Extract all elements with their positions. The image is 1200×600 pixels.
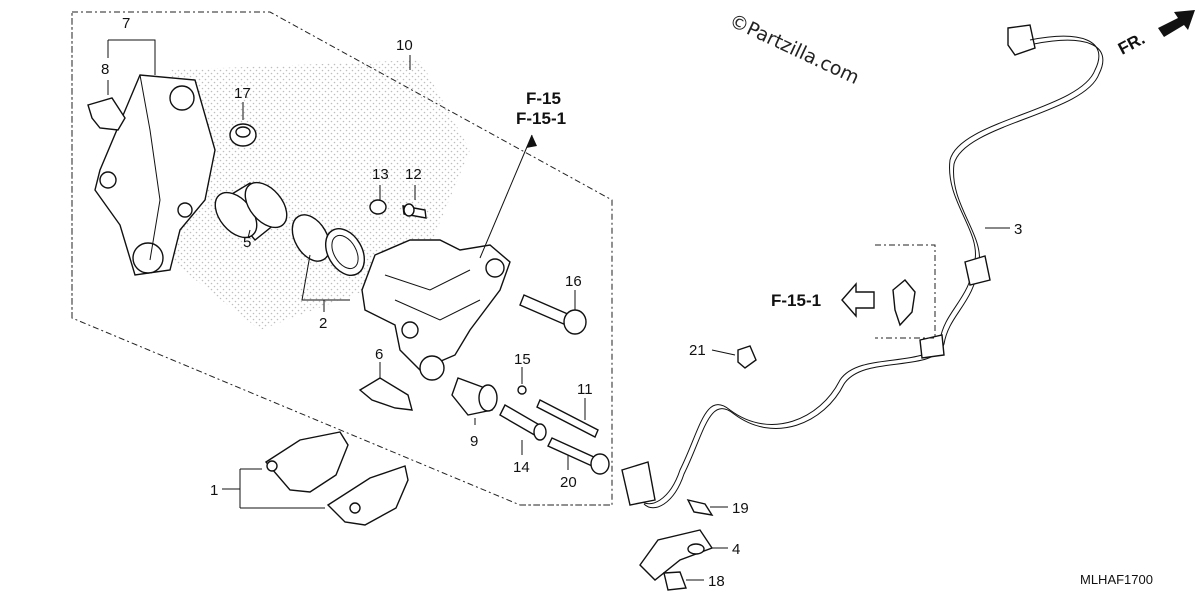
callout-1[interactable]: 1 — [210, 482, 218, 499]
callout-8[interactable]: 8 — [101, 61, 109, 78]
callout-15[interactable]: 15 — [514, 351, 531, 368]
callout-4[interactable]: 4 — [732, 541, 740, 558]
reference-detail — [875, 244, 936, 339]
retaining-ring[interactable] — [517, 385, 527, 395]
reference-arrow-icon — [841, 282, 875, 318]
pin-sleeve[interactable] — [499, 404, 547, 441]
caliper-piston[interactable] — [207, 175, 295, 245]
callout-18[interactable]: 18 — [708, 573, 725, 590]
ref-f15[interactable]: F-15 — [526, 89, 561, 108]
leader-lines — [107, 39, 1010, 581]
caliper-bracket[interactable] — [94, 74, 216, 276]
caliper-body[interactable] — [361, 239, 511, 381]
callout-7[interactable]: 7 — [122, 15, 130, 32]
bracket-bolt-lower[interactable] — [663, 571, 687, 591]
callout-13[interactable]: 13 — [372, 166, 389, 183]
sensor-bracket[interactable] — [639, 529, 714, 581]
caliper-bolt[interactable] — [547, 437, 610, 475]
watermark-text: ©Partzilla.com — [726, 10, 863, 89]
front-label: FR. — [1115, 29, 1148, 59]
arrow-head-icon — [526, 135, 537, 148]
piston-seal-set[interactable] — [285, 208, 373, 282]
callout-20[interactable]: 20 — [560, 474, 577, 491]
front-arrow-icon — [1158, 10, 1195, 37]
pin-boot[interactable] — [451, 377, 498, 416]
ref-f15-1[interactable]: F-15-1 — [516, 109, 566, 128]
callout-2[interactable]: 2 — [319, 315, 327, 332]
callout-5[interactable]: 5 — [243, 234, 251, 251]
assembly-outline — [71, 11, 613, 506]
callout-9[interactable]: 9 — [470, 433, 478, 450]
boot-seal[interactable] — [229, 123, 257, 147]
harness-clamp[interactable] — [737, 345, 757, 369]
callout-3[interactable]: 3 — [1014, 221, 1022, 238]
bracket-bolt-upper[interactable] — [686, 498, 714, 516]
pad-spring-clip[interactable] — [87, 97, 126, 131]
pad-spring[interactable] — [358, 377, 413, 411]
bleeder-screw[interactable] — [402, 203, 427, 219]
callout-numbers: 7 8 10 17 13 12 5 2 16 6 15 11 9 14 20 1… — [101, 15, 1022, 590]
callout-12[interactable]: 12 — [405, 166, 422, 183]
callout-16[interactable]: 16 — [565, 273, 582, 290]
pad-pin[interactable] — [536, 399, 599, 438]
caliper-pin-bolt[interactable] — [519, 294, 587, 335]
callout-14[interactable]: 14 — [513, 459, 530, 476]
front-direction-indicator: FR. — [1115, 10, 1195, 59]
ref-f15-1-side[interactable]: F-15-1 — [771, 291, 821, 310]
callout-10[interactable]: 10 — [396, 37, 413, 54]
drawing-code: MLHAF1700 — [1080, 572, 1153, 587]
callout-17[interactable]: 17 — [234, 85, 251, 102]
callout-19[interactable]: 19 — [732, 500, 749, 517]
brake-pad-set[interactable] — [264, 431, 409, 526]
callout-11[interactable]: 11 — [577, 381, 593, 398]
callout-6[interactable]: 6 — [375, 346, 383, 363]
callout-21[interactable]: 21 — [689, 342, 706, 359]
bleeder-cap[interactable] — [369, 199, 387, 215]
wheel-speed-sensor[interactable] — [621, 24, 1104, 509]
